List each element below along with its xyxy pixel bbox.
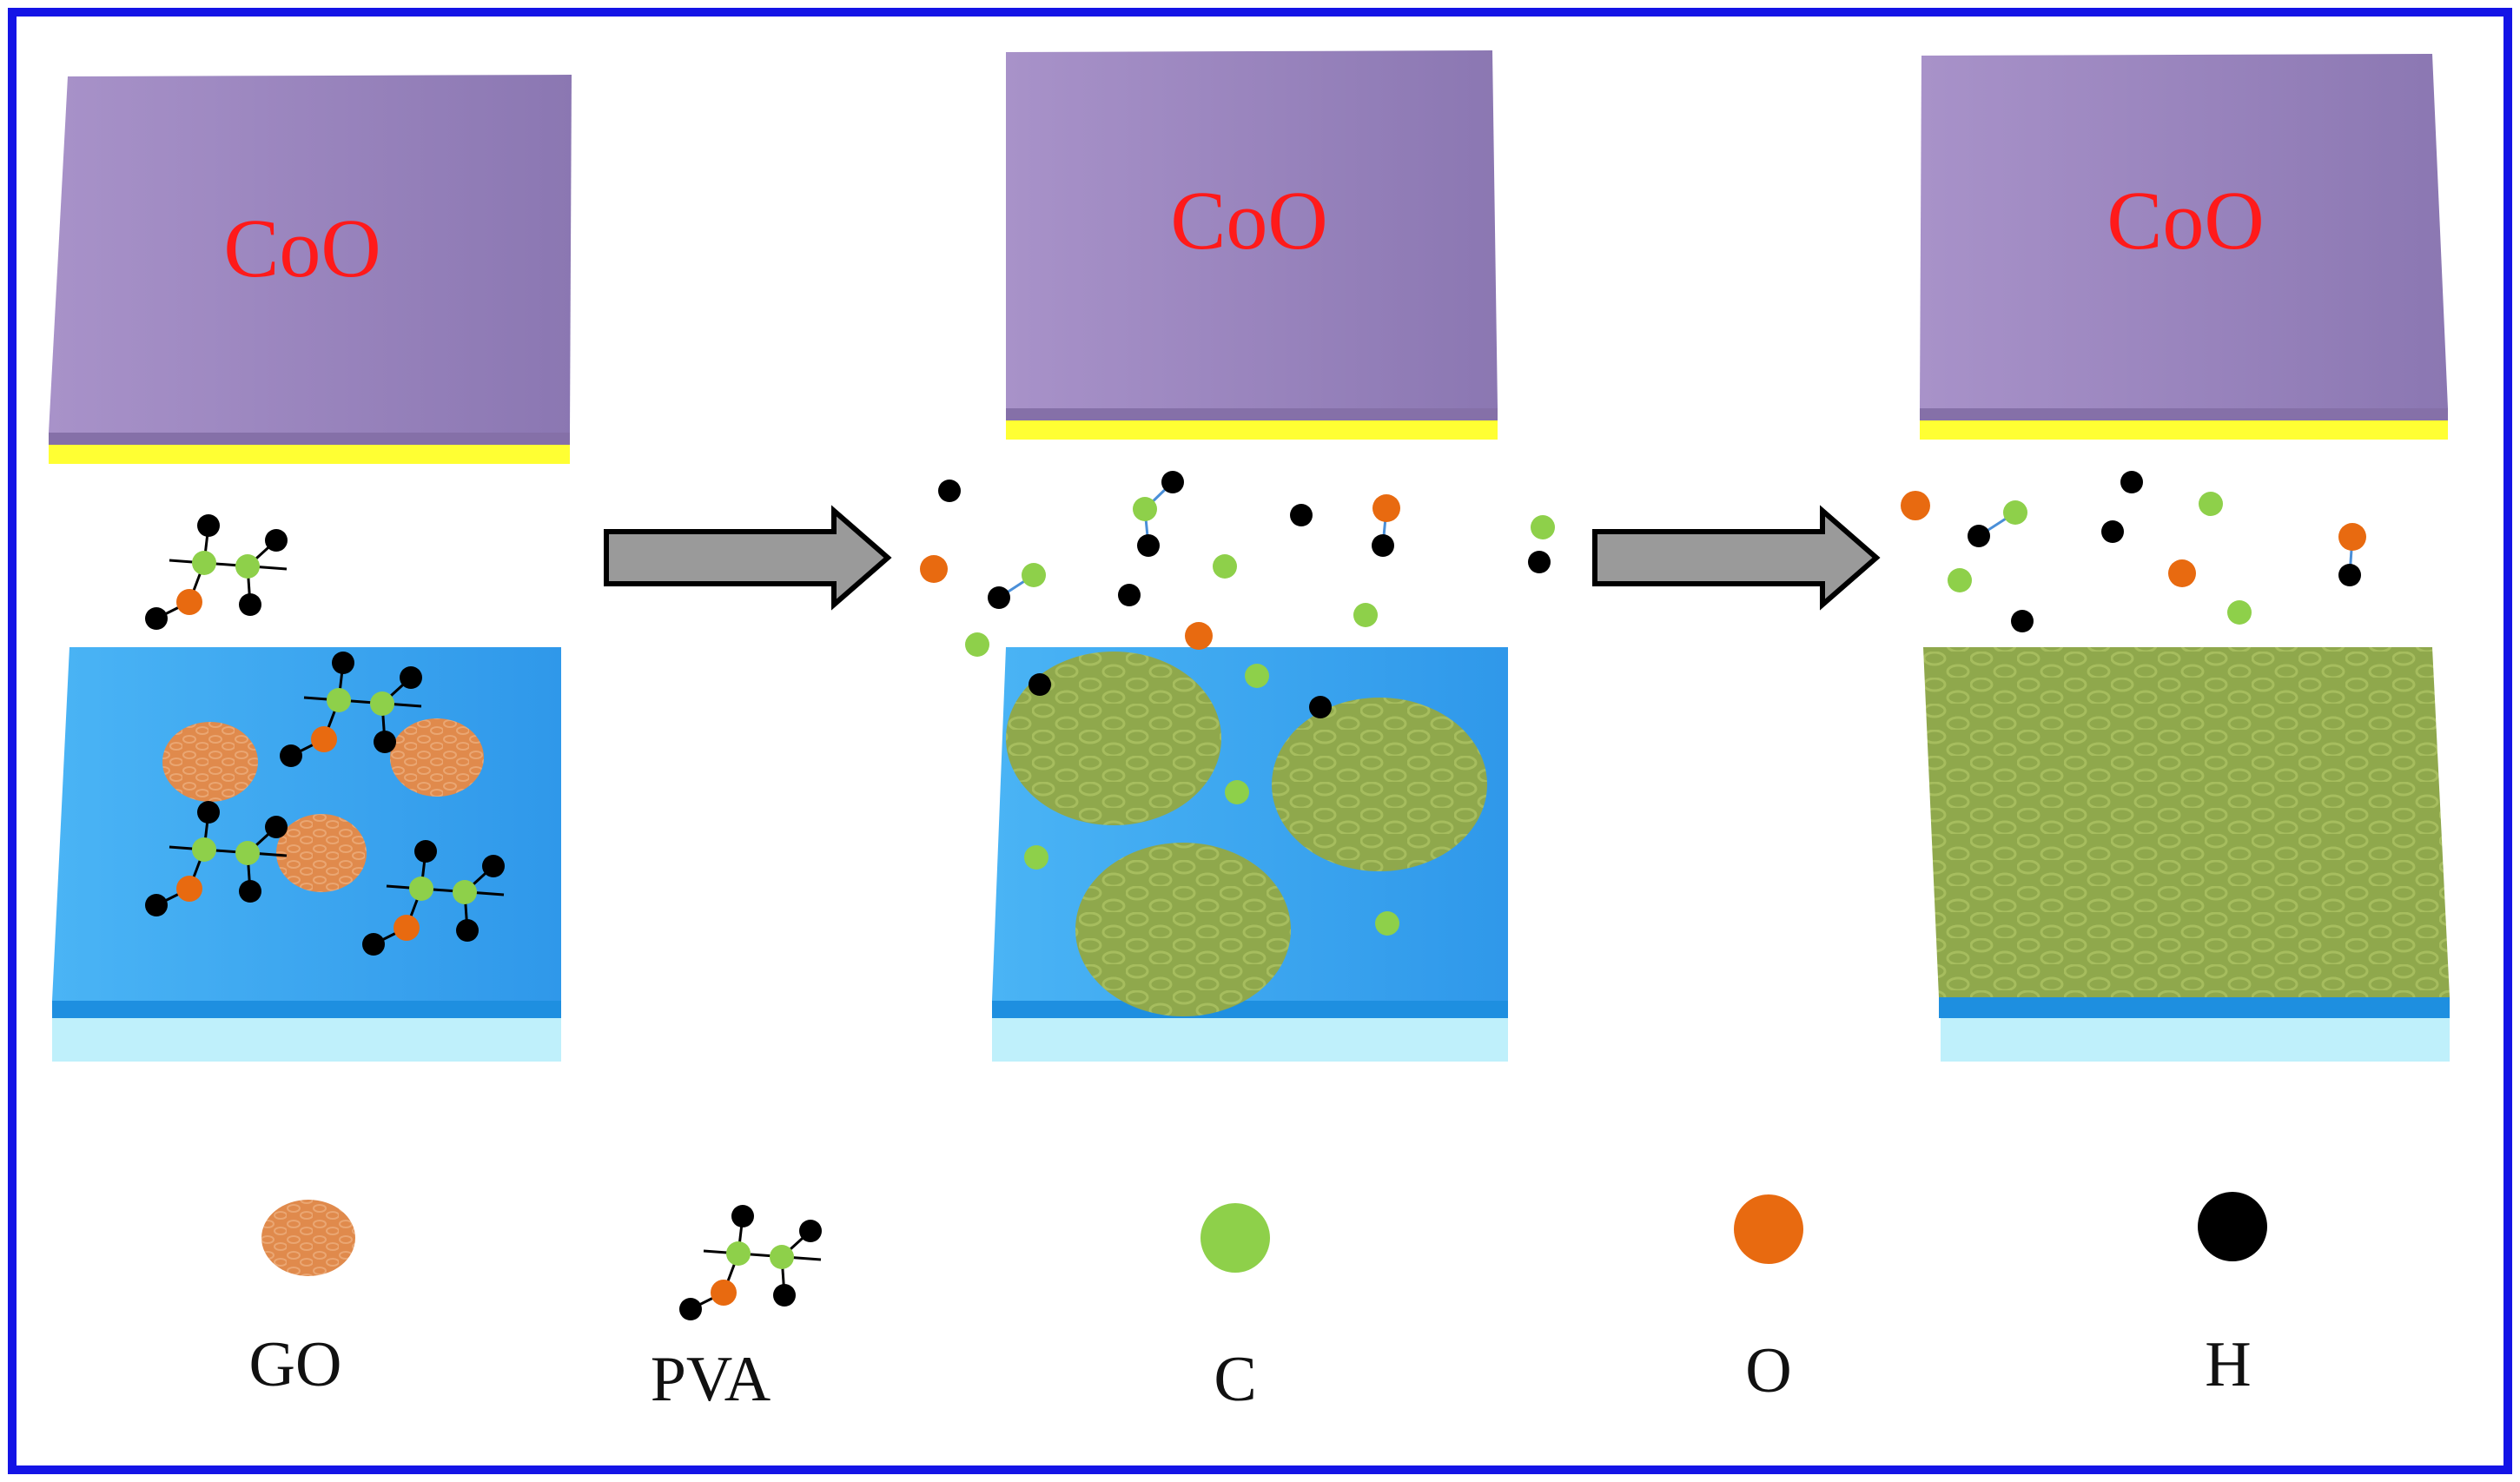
- legend-item-o: O: [1734, 1194, 1803, 1406]
- carbon-atom-icon: [1200, 1203, 1270, 1273]
- graphene-domain: [1075, 843, 1291, 1016]
- legend-label-h: H: [2205, 1329, 2251, 1400]
- released-atoms: [1901, 471, 2366, 632]
- pva-molecule: [362, 840, 505, 956]
- panel-initial: CoO: [49, 75, 572, 1062]
- coo-plate: CoO: [1006, 50, 1498, 440]
- pva-molecule: [145, 801, 288, 916]
- continuous-graphene-film: [1923, 647, 2450, 997]
- go-flake: [390, 718, 484, 797]
- legend-item-h: H: [2198, 1192, 2267, 1400]
- legend-label-pva: PVA: [651, 1344, 771, 1415]
- legend-label-c: C: [1214, 1344, 1256, 1415]
- coo-label: CoO: [2107, 174, 2264, 267]
- released-atoms: [920, 471, 1555, 936]
- legend-item-pva: PVA: [651, 1205, 822, 1415]
- panel-intermediate: CoO: [920, 50, 1555, 1062]
- oxygen-atom-icon: [1734, 1194, 1803, 1264]
- legend-label-go: GO: [249, 1329, 342, 1400]
- legend: GO PVA C: [249, 1192, 2267, 1415]
- substrate: [1923, 647, 2450, 1062]
- go-flake: [162, 722, 258, 802]
- yellow-layer: [1006, 420, 1498, 440]
- legend-label-o: O: [1745, 1335, 1791, 1406]
- process-arrow: [604, 505, 892, 611]
- yellow-layer: [49, 445, 570, 464]
- legend-item-c: C: [1200, 1203, 1270, 1415]
- coo-label: CoO: [223, 202, 380, 294]
- pva-icon: [679, 1205, 822, 1320]
- process-arrow: [1592, 505, 1881, 611]
- pva-molecule: [145, 514, 288, 630]
- graphene-domain: [1272, 698, 1487, 871]
- pva-molecule: [280, 652, 422, 767]
- go-icon: [261, 1200, 355, 1276]
- hydrogen-atom-icon: [2198, 1192, 2267, 1261]
- coo-label: CoO: [1170, 174, 1327, 267]
- coo-plate: CoO: [49, 75, 572, 464]
- legend-item-go: GO: [249, 1200, 355, 1400]
- coo-plate: CoO: [1920, 54, 2448, 440]
- yellow-layer: [1920, 420, 2448, 440]
- graphene-domain: [1006, 652, 1221, 825]
- figure-border: [8, 8, 2512, 1474]
- go-flake: [276, 814, 367, 892]
- panel-final: CoO: [1901, 54, 2450, 1062]
